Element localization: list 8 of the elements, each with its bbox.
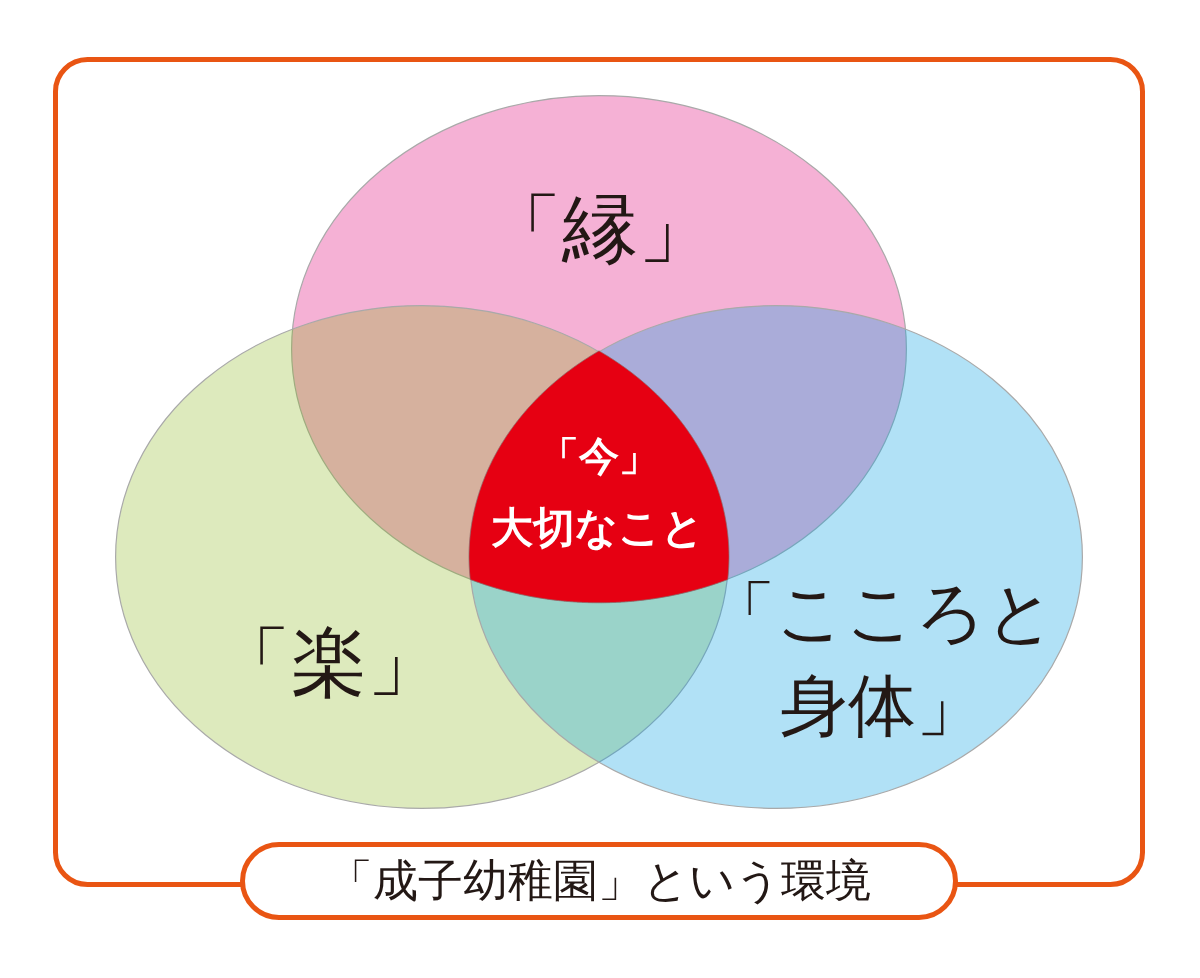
ellipse-label: 「縁」 (486, 185, 714, 273)
ellipse-label: 「こころと身体」 (707, 572, 1057, 747)
frame-label: 「成子幼稚園」という環境 (240, 842, 958, 920)
center-overlap-region (469, 351, 729, 603)
environment-frame (53, 57, 1145, 923)
center-heading: 「今」 (539, 433, 659, 479)
ellipse-label: 「楽」 (215, 618, 443, 706)
center-text: 大切なこと (490, 503, 704, 553)
